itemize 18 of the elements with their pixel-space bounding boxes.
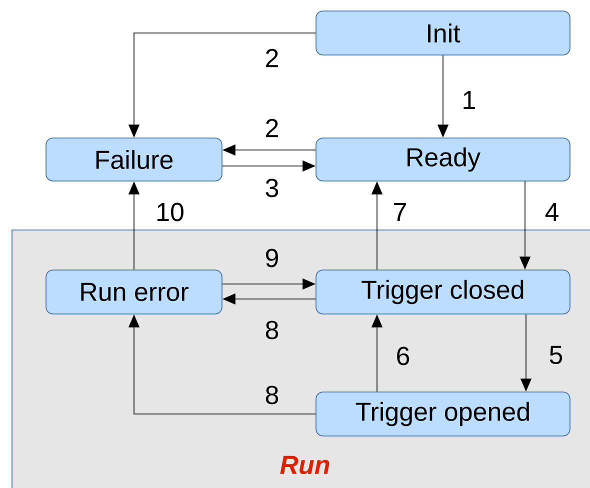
edge-label: 2: [266, 48, 278, 68]
state-box: Ready: [316, 138, 570, 182]
state-box: Run error: [46, 270, 222, 314]
edge-label: 5: [550, 346, 562, 364]
edge-label: 10: [158, 202, 184, 222]
edge-label: 9: [266, 248, 278, 268]
state-box: Init: [316, 10, 570, 56]
edge-label: 6: [397, 346, 410, 366]
edge-label: 3: [266, 178, 278, 198]
edge-label: 8: [266, 386, 278, 404]
state-box: Failure: [46, 138, 222, 182]
edge-label: 8: [266, 320, 278, 340]
edge-label: 2: [266, 118, 278, 138]
state-box: Trigger opened: [316, 392, 570, 436]
edge-label: 7: [394, 203, 406, 221]
state-box: Trigger closed: [316, 270, 570, 314]
edge-label: 4: [545, 203, 558, 221]
edge-label: 1: [464, 91, 475, 109]
